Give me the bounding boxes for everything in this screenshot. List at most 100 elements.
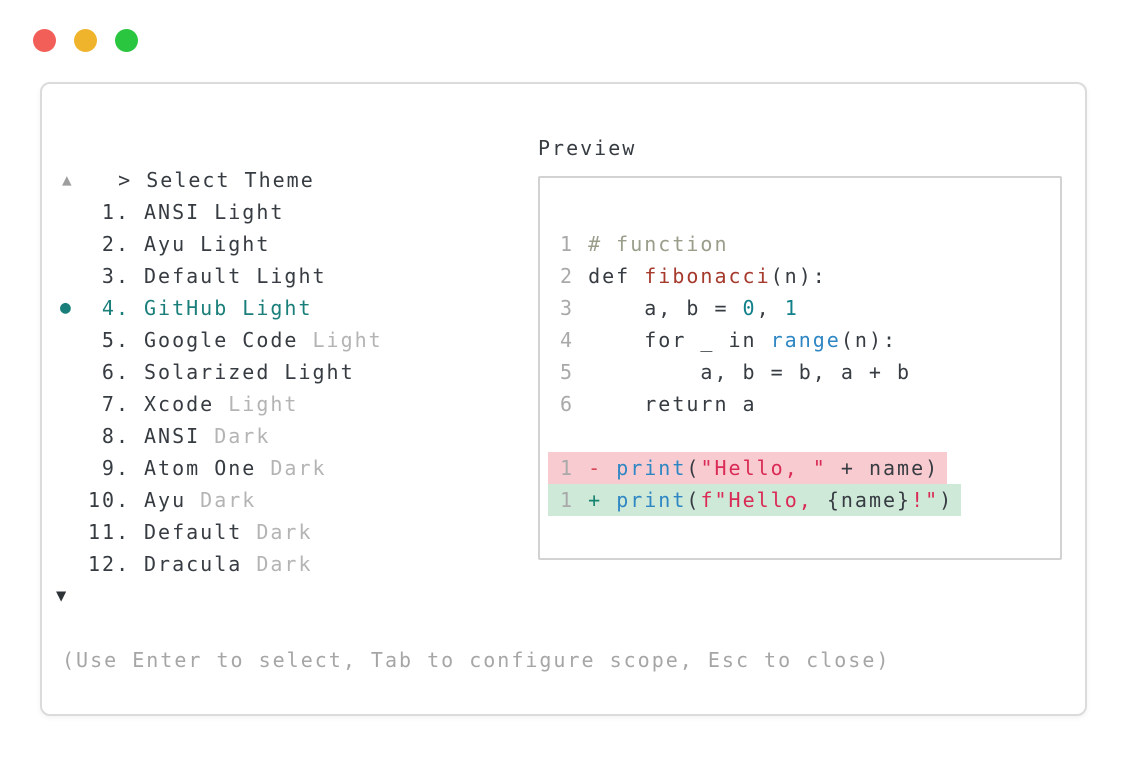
token-minus: - [588,456,617,480]
diff-line-added: 1 + print(f"Hello, {name}!") [548,484,1060,516]
token-str: !" [911,488,940,512]
marker-spacer [60,388,88,420]
theme-option-label: GitHub Light [144,296,313,320]
scroll-up-icon[interactable]: ▲ [62,170,72,189]
theme-option-number: 10. [88,488,131,512]
token-fg: , [756,296,785,320]
token-numlit: 0 [742,296,757,320]
theme-option-label: Xcode Light [144,392,299,416]
code-line-content: 3 a, b = 0, 1 [560,292,799,324]
marker-spacer [60,196,88,228]
token-fg: {name} [826,488,912,512]
marker-spacer [60,356,88,388]
theme-option-label: Default Dark [144,520,313,544]
theme-picker-window: > Select Theme ▲ 1.ANSI Light 2. Ayu Light… [40,82,1087,716]
theme-option-variant: Light [298,328,383,352]
theme-option-label: ANSI Dark [144,424,271,448]
token-fg: for _ in [588,328,771,352]
theme-option-label: Ayu Light [144,232,271,256]
code-line: 2 def fibonacci(n): [560,260,1060,292]
theme-option-4[interactable]: ●4.GitHub Light [60,292,383,324]
theme-option-number: 5. [101,328,130,352]
code-line: 4 for _ in range(n): [560,324,1060,356]
token-builtin: print [616,456,687,480]
code-line-content: 1 # function [560,228,729,260]
line-number: 1 [560,456,589,480]
theme-option-number: 4. [101,296,130,320]
theme-option-number: 3. [101,264,130,288]
theme-option-variant: Dark [186,488,257,512]
theme-option-12[interactable]: 12. Dracula Dark [60,548,383,580]
code-line-content: 6 return a [560,388,757,420]
theme-option-6[interactable]: 6.Solarized Light [60,356,383,388]
theme-option-number: 8. [101,424,130,448]
token-builtin: range [770,328,841,352]
token-str: f"Hello, [700,488,827,512]
preview-title: Preview [538,136,637,160]
marker-spacer [60,516,88,548]
page-title: Select Theme [146,168,315,192]
line-number: 4 [560,328,589,352]
line-number: 5 [560,360,589,384]
zoom-window-button[interactable] [115,29,138,52]
theme-option-number: 2. [101,232,130,256]
scroll-down-icon[interactable]: ▼ [56,586,67,606]
theme-option-8[interactable]: 8. ANSI Dark [60,420,383,452]
token-fg: return a [588,392,757,416]
theme-option-variant: Dark [256,456,327,480]
theme-option-label: Ayu Dark [144,488,257,512]
line-number: 3 [560,296,589,320]
theme-option-label: Atom One Dark [144,456,327,480]
marker-spacer [60,452,88,484]
token-plus: + [588,488,617,512]
theme-option-label: Default Light [144,264,327,288]
theme-option-9[interactable]: 9. Atom One Dark [60,452,383,484]
theme-option-1[interactable]: 1.ANSI Light [60,196,383,228]
diff-line-removed: 1 - print("Hello, " + name) [548,452,1060,484]
token-fg: + name) [826,456,940,480]
token-numlit: 1 [784,296,799,320]
prompt-header: > Select Theme [62,132,315,228]
line-number: 2 [560,264,589,288]
theme-option-2[interactable]: 2. Ayu Light [60,228,383,260]
marker-spacer [60,324,88,356]
close-window-button[interactable] [33,29,56,52]
theme-option-7[interactable]: 7. Xcode Light [60,388,383,420]
theme-option-3[interactable]: 3. Default Light [60,260,383,292]
code-line: 3 a, b = 0, 1 [560,292,1060,324]
code-line-content: 5 a, b = b, a + b [560,356,911,388]
token-builtin: print [616,488,687,512]
theme-option-variant: Dark [200,424,271,448]
token-comment: # function [588,232,729,256]
theme-option-number: 12. [88,552,131,576]
theme-option-5[interactable]: 5.Google Code Light [60,324,383,356]
token-fg: a, b = b, a + b [588,360,912,384]
token-fg: (n): [840,328,898,352]
marker-spacer [60,228,88,260]
marker-spacer [60,484,88,516]
theme-option-label: ANSI Light [144,200,285,224]
token-fg: def [588,264,645,288]
code-line-content: 4 for _ in range(n): [560,324,897,356]
theme-option-variant: Dark [242,520,313,544]
theme-option-variant: Dark [242,552,313,576]
marker-spacer [60,420,88,452]
minimize-window-button[interactable] [74,29,97,52]
token-fg: ) [939,488,954,512]
code-line: 6 return a [560,388,1060,420]
marker-spacer [60,260,88,292]
theme-option-label: Dracula Dark [144,552,313,576]
code-line [560,420,1060,452]
theme-option-11[interactable]: 11. Default Dark [60,516,383,548]
line-number: 1 [560,232,589,256]
theme-option-10[interactable]: 10. Ayu Dark [60,484,383,516]
theme-option-number: 9. [101,456,130,480]
code-line-content: 2 def fibonacci(n): [560,260,827,292]
code-line-content: 1 + print(f"Hello, {name}!") [548,484,962,516]
keyboard-hints: (Use Enter to select, Tab to configure s… [62,648,891,672]
theme-option-number: 11. [88,520,131,544]
theme-option-number: 7. [101,392,130,416]
token-fg: ( [686,456,701,480]
